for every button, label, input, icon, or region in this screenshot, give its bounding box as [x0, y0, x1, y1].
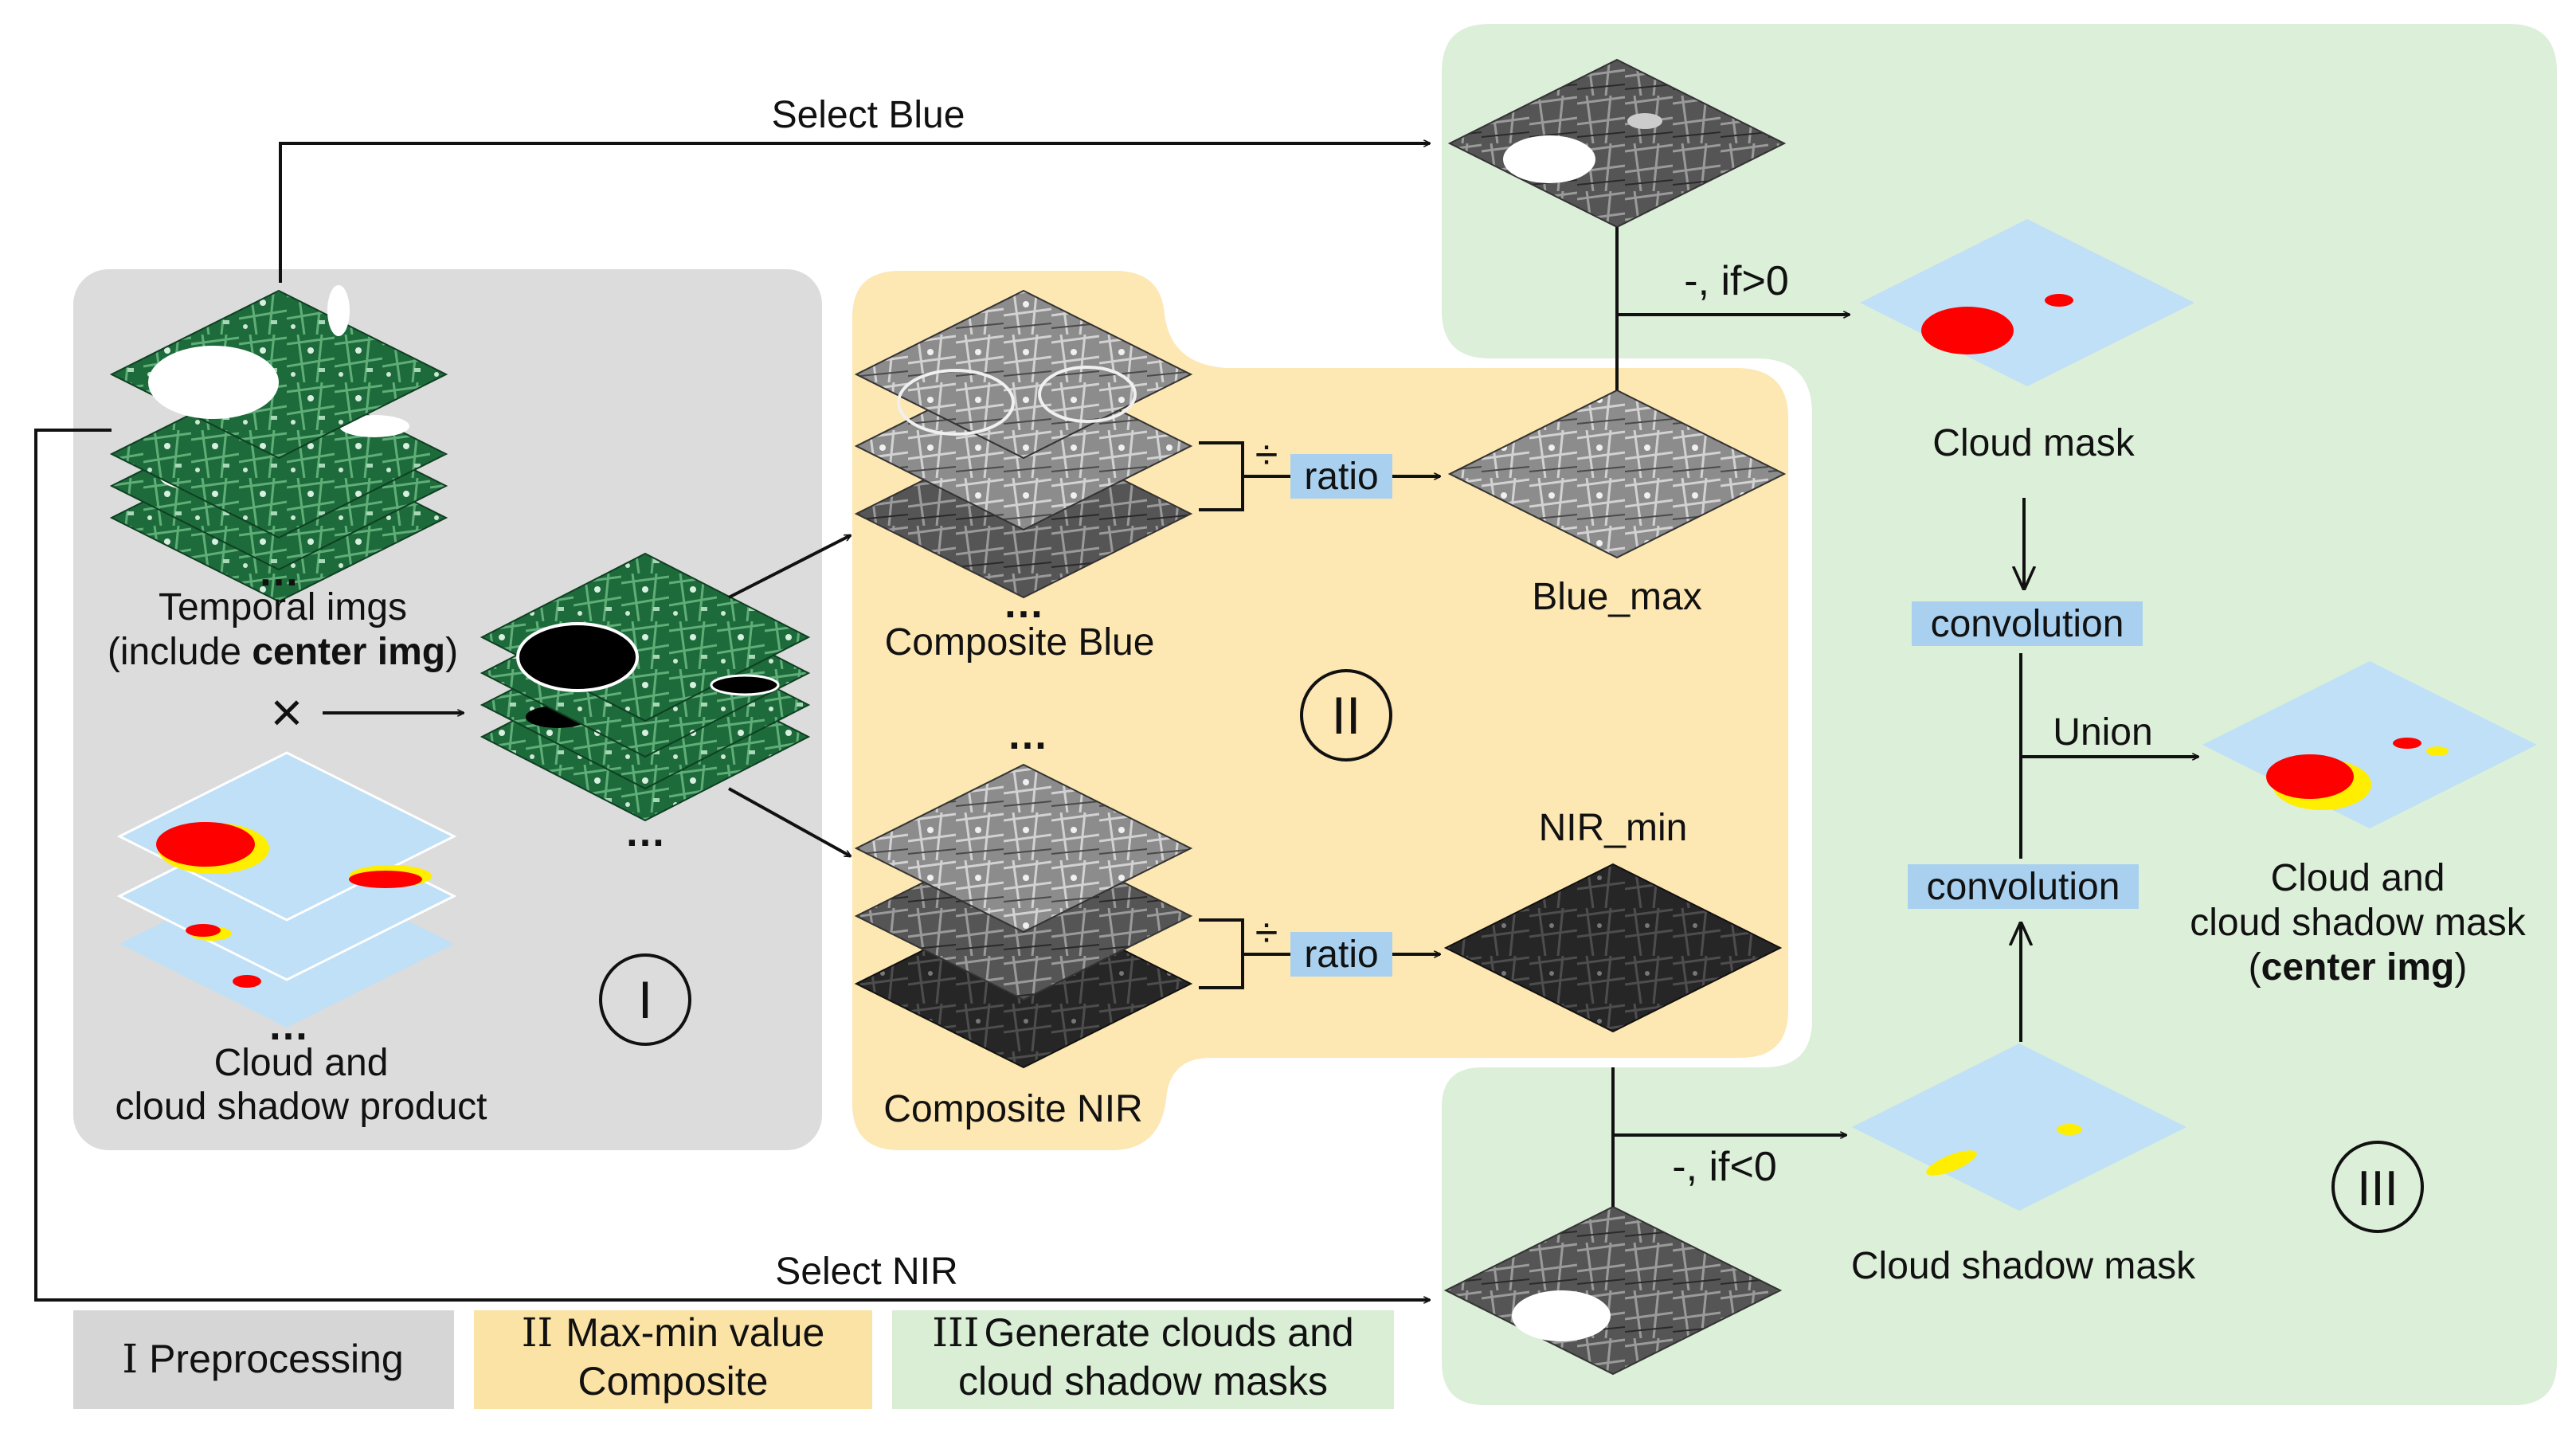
legend-item1-text: Preprocessing	[149, 1337, 404, 1381]
select-nir-arrow	[34, 429, 1430, 1300]
nir-min-image	[1443, 863, 1783, 1033]
blue-divide-symbol: ÷	[1255, 432, 1278, 478]
selected-blue-patch	[1627, 113, 1662, 129]
product-label-line1: Cloud and	[214, 1042, 389, 1084]
nir-divide-symbol: ÷	[1255, 910, 1278, 956]
selected-nir-cloud	[1512, 1290, 1611, 1341]
section3-badge	[2331, 1141, 2424, 1233]
cloud-convolution-label: convolution	[1931, 603, 2124, 645]
section2-roman: II	[1332, 686, 1361, 745]
cloud-blob	[148, 346, 279, 419]
legend-composite-line2: Composite	[578, 1359, 769, 1404]
cloud-mask-cloud	[1921, 307, 2014, 354]
to-composite-nir-arrow	[728, 787, 851, 858]
cloud-patch	[156, 822, 255, 867]
cloud-outline	[897, 369, 1015, 436]
cloud-patch	[186, 924, 221, 937]
cloud-blob	[339, 415, 409, 437]
blue-max-label: Blue_max	[1532, 576, 1701, 618]
masked-image-stack	[480, 552, 811, 822]
shadow-rule-label: -, if<0	[1672, 1144, 1777, 1190]
section3-roman: III	[2357, 1161, 2398, 1216]
legend-composite-swatch	[474, 1310, 872, 1409]
composite-nir-label: Composite NIR	[883, 1088, 1142, 1130]
nir-ratio-tag	[1290, 932, 1392, 977]
nir-min-label: NIR_min	[1539, 807, 1688, 849]
masked-cloud	[710, 674, 780, 696]
result-shadow	[2426, 746, 2449, 756]
legend-item2-roman: II	[522, 1310, 554, 1356]
result-bold: center img	[2261, 946, 2455, 989]
section2-badge	[1300, 669, 1392, 761]
legend-masks-swatch	[892, 1310, 1394, 1409]
composite-blue-dots: …	[1003, 581, 1044, 627]
legend-item2-line1: Max-min value	[566, 1310, 824, 1355]
select-blue-label: Select Blue	[772, 94, 965, 136]
composite-blue-stack	[854, 289, 1193, 599]
composite-blue-layer	[854, 289, 1193, 460]
legend-preprocessing-swatch	[73, 1310, 454, 1409]
nir-ratio-label: ratio	[1304, 934, 1378, 976]
cloud-patch	[349, 871, 422, 888]
cloud-blob	[327, 285, 350, 336]
mask-panel-background	[1442, 24, 2557, 1405]
result-label-line3: (center img)	[2249, 946, 2468, 989]
select-nir-label: Select NIR	[775, 1251, 957, 1293]
composite-nir-dots: …	[1007, 712, 1048, 758]
masked-cloud	[516, 622, 639, 692]
cloud-convolution-tag	[1912, 601, 2143, 646]
section1-roman: I	[638, 970, 652, 1029]
cloud-outline	[1038, 366, 1137, 423]
result-suffix: )	[2454, 946, 2467, 989]
temporal-images-label: Temporal imgs	[159, 586, 407, 628]
result-label-line2: cloud shadow mask	[2190, 902, 2527, 944]
legend-composite-line1: II Max-min value	[522, 1310, 825, 1356]
blue-ratio-tag	[1290, 454, 1392, 499]
temporal-image-stack	[109, 285, 448, 603]
shadow-convolution-label: convolution	[1927, 866, 2120, 908]
multiply-symbol: ×	[271, 681, 303, 743]
shadow-mask-shadow	[1926, 1150, 1977, 1176]
temporal-dots: …	[258, 549, 299, 595]
result-prefix: (	[2249, 946, 2261, 989]
cloud-mask-label: Cloud mask	[1932, 422, 2135, 464]
cloud-mask-cloud	[2045, 294, 2073, 307]
composite-blue-label: Composite Blue	[885, 621, 1155, 664]
cloud-product-stack	[116, 751, 457, 1028]
blue-max-image	[1447, 389, 1787, 559]
shadow-mask-shadow	[2057, 1124, 2082, 1135]
composite-nir-stack	[854, 763, 1193, 1069]
legend-item1-roman: I	[122, 1336, 138, 1382]
temporal-prefix: (include	[108, 631, 252, 673]
composite-nir-layer	[854, 763, 1193, 934]
legend-item3-roman: III	[932, 1310, 979, 1356]
result-label-line1: Cloud and	[2271, 857, 2445, 899]
legend-item3-line1: Generate clouds and	[985, 1310, 1354, 1355]
blue-ratio-label: ratio	[1304, 456, 1378, 498]
product-dots: …	[268, 1003, 309, 1049]
cloud-rule-label: -, if>0	[1684, 258, 1789, 304]
temporal-suffix: )	[445, 631, 458, 673]
selected-blue-cloud	[1503, 135, 1595, 183]
union-label: Union	[2053, 711, 2152, 754]
result-cloud	[2266, 754, 2354, 799]
shadow-convolution-tag	[1908, 864, 2139, 909]
section1-badge	[599, 953, 691, 1046]
shadow-patch	[233, 975, 261, 988]
shadow-mask-label: Cloud shadow mask	[1851, 1245, 2196, 1287]
result-cloud	[2393, 738, 2421, 749]
select-blue-arrow	[279, 143, 1430, 283]
to-composite-blue-arrow	[728, 534, 851, 599]
legend-masks-line2: cloud shadow masks	[958, 1359, 1328, 1404]
temporal-images-sublabel: (include center img)	[108, 631, 458, 673]
product-label-line2: cloud shadow product	[115, 1086, 487, 1128]
masked-dots: …	[624, 809, 666, 855]
temporal-bold: center img	[252, 631, 445, 673]
